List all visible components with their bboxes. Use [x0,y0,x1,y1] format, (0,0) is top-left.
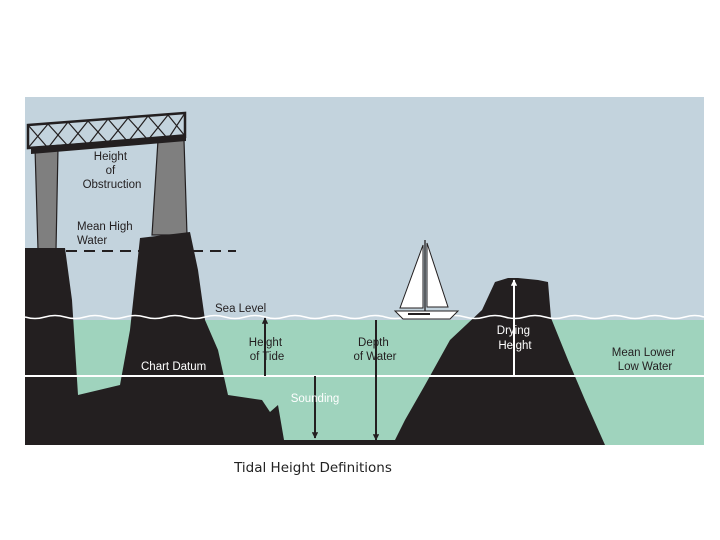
label-mean-lower-low-water: Mean Lower Low Water [612,347,679,373]
label-height-of-obstruction: Height of Obstruction [83,151,142,191]
sky [25,97,704,322]
label-drying-height: Drying Height [497,325,533,352]
sea-level-line [24,314,705,320]
label-height-of-tide: Height of Tide [249,337,285,363]
label-depth-of-water: Depth of Water [353,337,396,363]
seabed-land [25,232,605,445]
label-sea-level: Sea Level [215,303,266,315]
bridge-structure [26,111,187,154]
label-sounding: Sounding [291,393,340,405]
label-mean-high-water: Mean High Water [77,221,136,247]
diagram-caption: Tidal Height Definitions [233,460,392,476]
sailboat-icon [393,240,460,320]
label-chart-datum: Chart Datum [141,361,206,373]
